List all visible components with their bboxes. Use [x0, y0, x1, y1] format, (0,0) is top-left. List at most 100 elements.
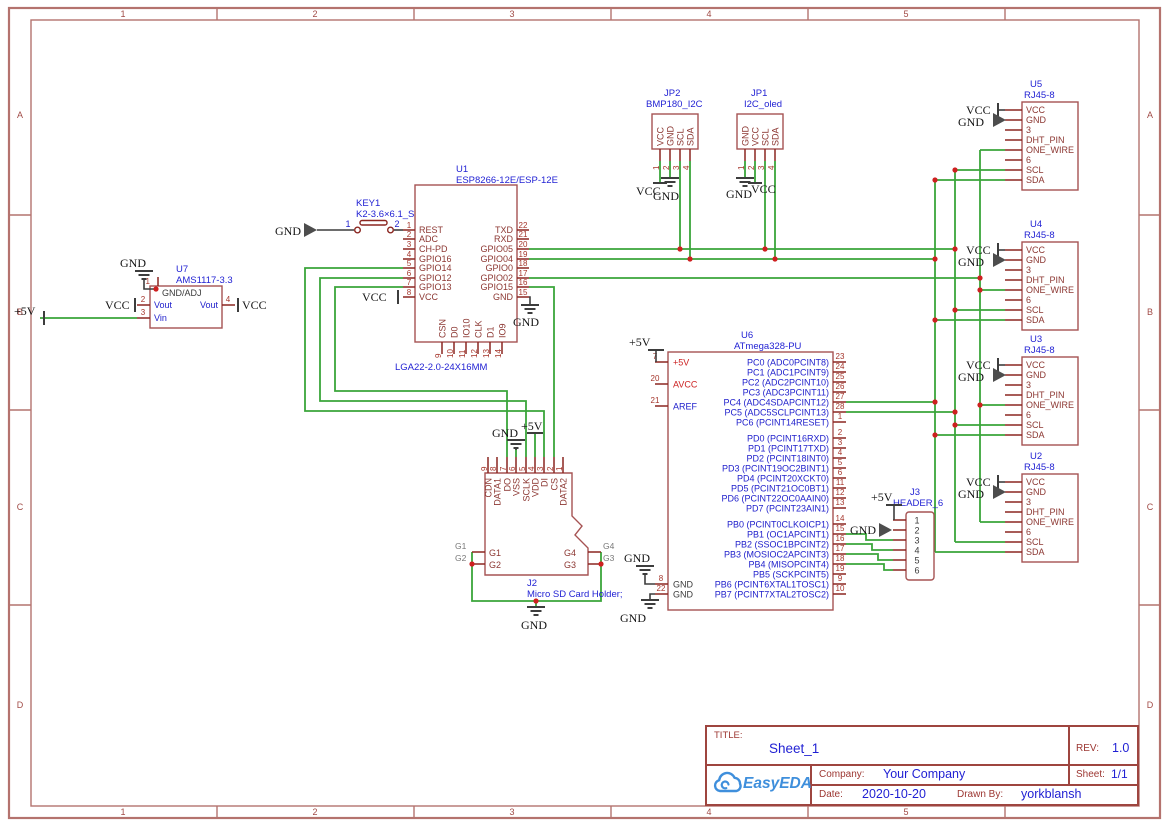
- wire[interactable]: [649, 593, 655, 600]
- value-label[interactable]: ATmega328-PU: [734, 341, 802, 352]
- pin-number: 4: [767, 165, 776, 170]
- value-label[interactable]: Micro SD Card Holder;: [527, 589, 623, 600]
- component-u7[interactable]: [149, 285, 223, 329]
- net-label-p5v[interactable]: +5V: [14, 304, 36, 318]
- net-flag-label[interactable]: G3: [603, 553, 615, 563]
- component-u2[interactable]: [1021, 473, 1079, 563]
- date-value[interactable]: 2020-10-20: [862, 787, 926, 801]
- title-block: TITLE: Sheet_1 REV: 1.0 Company: Your Co…: [705, 725, 1139, 806]
- value-label[interactable]: I2C_oled: [744, 99, 782, 110]
- value-label[interactable]: K2-3.6×6.1_SMD: [356, 209, 429, 220]
- footprint-label[interactable]: LGA22-2.0-24X16MM: [395, 362, 487, 373]
- net-label-gnd[interactable]: GND: [726, 187, 752, 201]
- net-label-gnd[interactable]: GND: [620, 611, 646, 625]
- value-label[interactable]: BMP180_I2C: [646, 99, 703, 110]
- wire[interactable]: [846, 533, 893, 541]
- title-label: TITLE:: [714, 730, 743, 741]
- value-label[interactable]: RJ45-8: [1024, 345, 1055, 356]
- wire[interactable]: [644, 574, 655, 585]
- ref-label[interactable]: J2: [527, 578, 537, 589]
- ref-label[interactable]: U7: [176, 264, 188, 275]
- wire[interactable]: [143, 280, 156, 290]
- component-jp1[interactable]: [736, 113, 784, 150]
- ref-label[interactable]: U4: [1030, 219, 1042, 230]
- value-label[interactable]: HEADER_6: [893, 498, 943, 509]
- company-value[interactable]: Your Company: [883, 767, 966, 781]
- value-label[interactable]: RJ45-8: [1024, 462, 1055, 473]
- pin-number: 17: [519, 269, 528, 278]
- net-label-gnd[interactable]: GND: [958, 370, 984, 384]
- net-label-gnd[interactable]: GND: [513, 315, 539, 329]
- net-label-vcc[interactable]: VCC: [636, 184, 661, 198]
- net-label-p5v[interactable]: +5V: [629, 335, 651, 349]
- component-u3[interactable]: [1021, 356, 1079, 446]
- ref-label[interactable]: U5: [1030, 79, 1042, 90]
- net-label-gnd[interactable]: GND: [521, 618, 547, 632]
- component-j2[interactable]: [484, 472, 589, 576]
- wire[interactable]: [304, 267, 545, 457]
- wire[interactable]: [846, 543, 893, 551]
- net-flag-label[interactable]: G4: [603, 541, 615, 551]
- component-u5[interactable]: [1021, 101, 1079, 191]
- wire[interactable]: [846, 553, 893, 561]
- net-label-gnd[interactable]: GND: [120, 256, 146, 270]
- value-label[interactable]: ESP8266-12E/ESP-12E: [456, 175, 558, 186]
- pin-name: Vout: [154, 300, 173, 310]
- net-label-gnd[interactable]: GND: [492, 426, 518, 440]
- key-actuator[interactable]: [359, 219, 388, 226]
- net-label-gnd[interactable]: GND: [624, 551, 650, 565]
- ref-label[interactable]: U1: [456, 164, 468, 175]
- key-contact[interactable]: [354, 226, 362, 234]
- net-label-vcc[interactable]: VCC: [362, 290, 387, 304]
- wire[interactable]: [846, 563, 893, 571]
- component-u4[interactable]: [1021, 241, 1079, 331]
- ref-label[interactable]: J3: [910, 487, 920, 498]
- net-label-vcc[interactable]: VCC: [966, 475, 991, 489]
- key-contact[interactable]: [387, 226, 395, 234]
- net-label-vcc[interactable]: VCC: [242, 298, 267, 312]
- component-jp2[interactable]: [651, 113, 699, 150]
- ref-label[interactable]: U6: [741, 330, 753, 341]
- component-j3[interactable]: [905, 511, 935, 581]
- ref-label[interactable]: U2: [1030, 451, 1042, 462]
- net-flag-label[interactable]: G2: [455, 553, 467, 563]
- net-label-p5v[interactable]: +5V: [521, 419, 543, 433]
- value-label[interactable]: RJ45-8: [1024, 90, 1055, 101]
- ref-label[interactable]: KEY1: [356, 198, 380, 209]
- ref-label[interactable]: JP1: [751, 88, 767, 99]
- net-label-gnd[interactable]: GND: [653, 189, 679, 203]
- net-label-gnd[interactable]: GND: [850, 523, 876, 537]
- sheet-value[interactable]: 1/1: [1111, 767, 1128, 781]
- net-label-gnd[interactable]: GND: [958, 487, 984, 501]
- net-label-vcc[interactable]: VCC: [105, 298, 130, 312]
- pin-number: 8: [659, 574, 664, 583]
- value-label[interactable]: RJ45-8: [1024, 230, 1055, 241]
- rev-value[interactable]: 1.0: [1112, 741, 1130, 755]
- net-label-p5v[interactable]: +5V: [871, 490, 893, 504]
- net-flag-label[interactable]: G1: [455, 541, 467, 551]
- ref-label[interactable]: U3: [1030, 334, 1042, 345]
- drawn-by-value[interactable]: yorkblansh: [1021, 787, 1082, 801]
- pin-number: 6: [914, 566, 919, 576]
- net-label-vcc[interactable]: VCC: [751, 182, 776, 196]
- value-label[interactable]: AMS1117-3.3: [176, 275, 233, 286]
- net-label-vcc[interactable]: VCC: [966, 358, 991, 372]
- wire[interactable]: [334, 286, 508, 457]
- net-label-gnd[interactable]: GND: [275, 224, 301, 238]
- pin-number: 14: [494, 349, 503, 358]
- wire[interactable]: [529, 286, 555, 457]
- component-u6[interactable]: [667, 351, 834, 611]
- wire[interactable]: [529, 296, 531, 305]
- sheet-title[interactable]: Sheet_1: [769, 741, 820, 756]
- net-label-gnd[interactable]: GND: [958, 255, 984, 269]
- pin-number: 4: [527, 466, 536, 471]
- net-label-vcc[interactable]: VCC: [966, 103, 991, 117]
- wire[interactable]: [319, 277, 527, 457]
- net-label-vcc[interactable]: VCC: [966, 243, 991, 257]
- ref-label[interactable]: JP2: [664, 88, 680, 99]
- net-label-gnd[interactable]: GND: [958, 115, 984, 129]
- component-u1[interactable]: [414, 184, 518, 343]
- pin-name: CH-PD: [419, 244, 448, 254]
- pin-name: 6: [1026, 410, 1031, 420]
